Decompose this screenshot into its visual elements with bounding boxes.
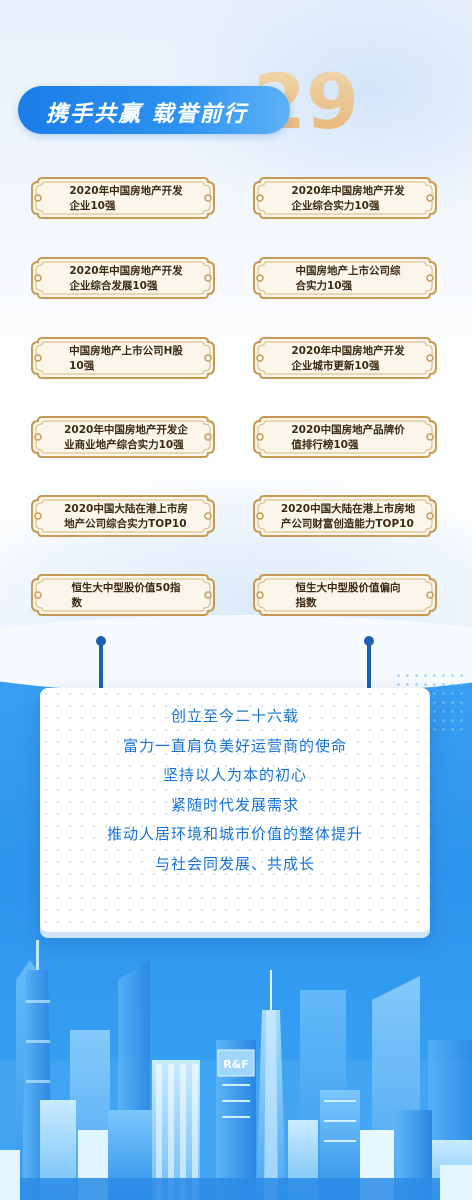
award-line: 指数 [295, 597, 317, 609]
plaque-frame [253, 574, 437, 616]
plaque-frame [253, 495, 437, 537]
award-title: 2020中国大陆在港上市房地产公司财富创造能力TOP10 [270, 499, 426, 535]
board-text: 创立至今二十六载 富力一直肩负美好运营商的使命 坚持以人为本的初心 紧随时代发展… [40, 702, 430, 879]
award-plaque: 2020年中国房地产开发企业综合实力10强 [250, 174, 440, 222]
award-line: 企业10强 [69, 200, 116, 212]
banner-title: 携手共赢 载誉前行 [46, 102, 248, 127]
award-plaque: 2020年中国房地产开发企业城市更新10强 [250, 334, 440, 382]
board-line: 坚持以人为本的初心 [162, 766, 307, 784]
award-line: 中国房地产上市公司H股 [69, 345, 183, 357]
award-title: 2020中国大陆在港上市房地产公司综合实力TOP10 [48, 499, 204, 535]
award-line: 2020中国大陆在港上市房地 [280, 503, 416, 515]
award-line: 2020年中国房地产开发 [291, 185, 405, 197]
message-board: 创立至今二十六载 富力一直肩负美好运营商的使命 坚持以人为本的初心 紧随时代发展… [40, 688, 430, 932]
rf-logo-text: R&F [223, 1058, 249, 1071]
plaque-frame [31, 416, 215, 458]
award-plaque: 恒生大中型股价值50指数 [28, 571, 218, 619]
background-curve [0, 615, 472, 695]
award-title: 2020年中国房地产开发企业综合发展10强 [48, 261, 204, 297]
award-line: 企业综合发展10强 [69, 280, 158, 292]
award-line: 企业综合实力10强 [291, 200, 380, 212]
award-plaque: 2020年中国房地产开发企业10强 [28, 174, 218, 222]
award-line: 2020年中国房地产开发 [69, 185, 183, 197]
award-title: 2020年中国房地产开发企业商业地产综合实力10强 [48, 420, 204, 456]
pin-icon [96, 636, 106, 646]
board-line: 紧随时代发展需求 [170, 795, 299, 814]
pin-icon [364, 636, 374, 646]
award-line: 2020中国大陆在港上市房 [64, 503, 188, 515]
award-line: 数 [71, 597, 82, 609]
award-title: 2020年中国房地产开发企业10强 [48, 181, 204, 217]
award-plaque: 2020中国大陆在港上市房地产公司综合实力TOP10 [28, 492, 218, 540]
board-line: 富力一直肩负美好运营商的使命 [122, 736, 347, 755]
award-plaque: 2020中国大陆在港上市房地产公司财富创造能力TOP10 [250, 492, 440, 540]
plaque-frame [31, 177, 215, 219]
award-plaque: 中国房地产上市公司综合实力10强 [250, 254, 440, 302]
plaque-frame [31, 337, 215, 379]
award-title: 中国房地产上市公司综合实力10强 [270, 261, 426, 297]
award-plaque: 中国房地产上市公司H股 10强 [28, 334, 218, 382]
award-plaque: 2020年中国房地产开发企业综合发展10强 [28, 254, 218, 302]
award-line: 2020年中国房地产开发 [291, 345, 405, 357]
plaque-frame [31, 574, 215, 616]
hanging-string [99, 642, 103, 700]
award-line: 恒生大中型股价值偏向 [295, 582, 401, 594]
board-line: 创立至今二十六载 [170, 707, 299, 725]
award-line: 产公司财富创造能力TOP10 [280, 518, 414, 530]
award-line: 值排行榜10强 [291, 439, 359, 451]
award-line: 2020年中国房地产开发企 [64, 424, 188, 436]
plaque-frame [253, 416, 437, 458]
award-plaque: 恒生大中型股价值偏向指数 [250, 571, 440, 619]
award-line: 地产公司综合实力TOP10 [64, 518, 187, 530]
award-title: 2020年中国房地产开发企业城市更新10强 [270, 341, 426, 377]
award-line: 合实力10强 [295, 280, 353, 292]
award-line: 业商业地产综合实力10强 [64, 439, 184, 451]
title-banner: 携手共赢 载誉前行 [18, 86, 290, 134]
award-line: 恒生大中型股价值50指 [71, 582, 181, 594]
board-line: 推动人居环境和城市价值的整体提升 [106, 825, 363, 843]
plaque-frame [31, 495, 215, 537]
plaque-frame [253, 337, 437, 379]
award-title: 恒生大中型股价值偏向指数 [270, 578, 426, 614]
award-line: 10强 [69, 360, 95, 372]
board-line: 与社会同发展、共成长 [154, 854, 315, 873]
award-plaque: 2020中国房地产品牌价值排行榜10强 [250, 413, 440, 461]
award-title: 中国房地产上市公司H股 10强 [48, 341, 204, 377]
award-line: 企业城市更新10强 [291, 360, 380, 372]
award-line: 2020中国房地产品牌价 [291, 424, 405, 436]
award-title: 2020年中国房地产开发企业综合实力10强 [270, 181, 426, 217]
plaque-frame [253, 257, 437, 299]
hanging-string [367, 642, 371, 700]
hanging-board: 创立至今二十六载 富力一直肩负美好运营商的使命 坚持以人为本的初心 紧随时代发展… [40, 636, 430, 942]
award-title: 2020中国房地产品牌价值排行榜10强 [270, 420, 426, 456]
award-line: 2020年中国房地产开发 [69, 265, 183, 277]
city-skyline-illustration: R&F [0, 940, 472, 1200]
award-title: 恒生大中型股价值50指数 [48, 578, 204, 614]
award-plaque: 2020年中国房地产开发企业商业地产综合实力10强 [28, 413, 218, 461]
award-line: 中国房地产上市公司综 [295, 265, 401, 277]
plaque-frame [253, 177, 437, 219]
plaque-frame [31, 257, 215, 299]
